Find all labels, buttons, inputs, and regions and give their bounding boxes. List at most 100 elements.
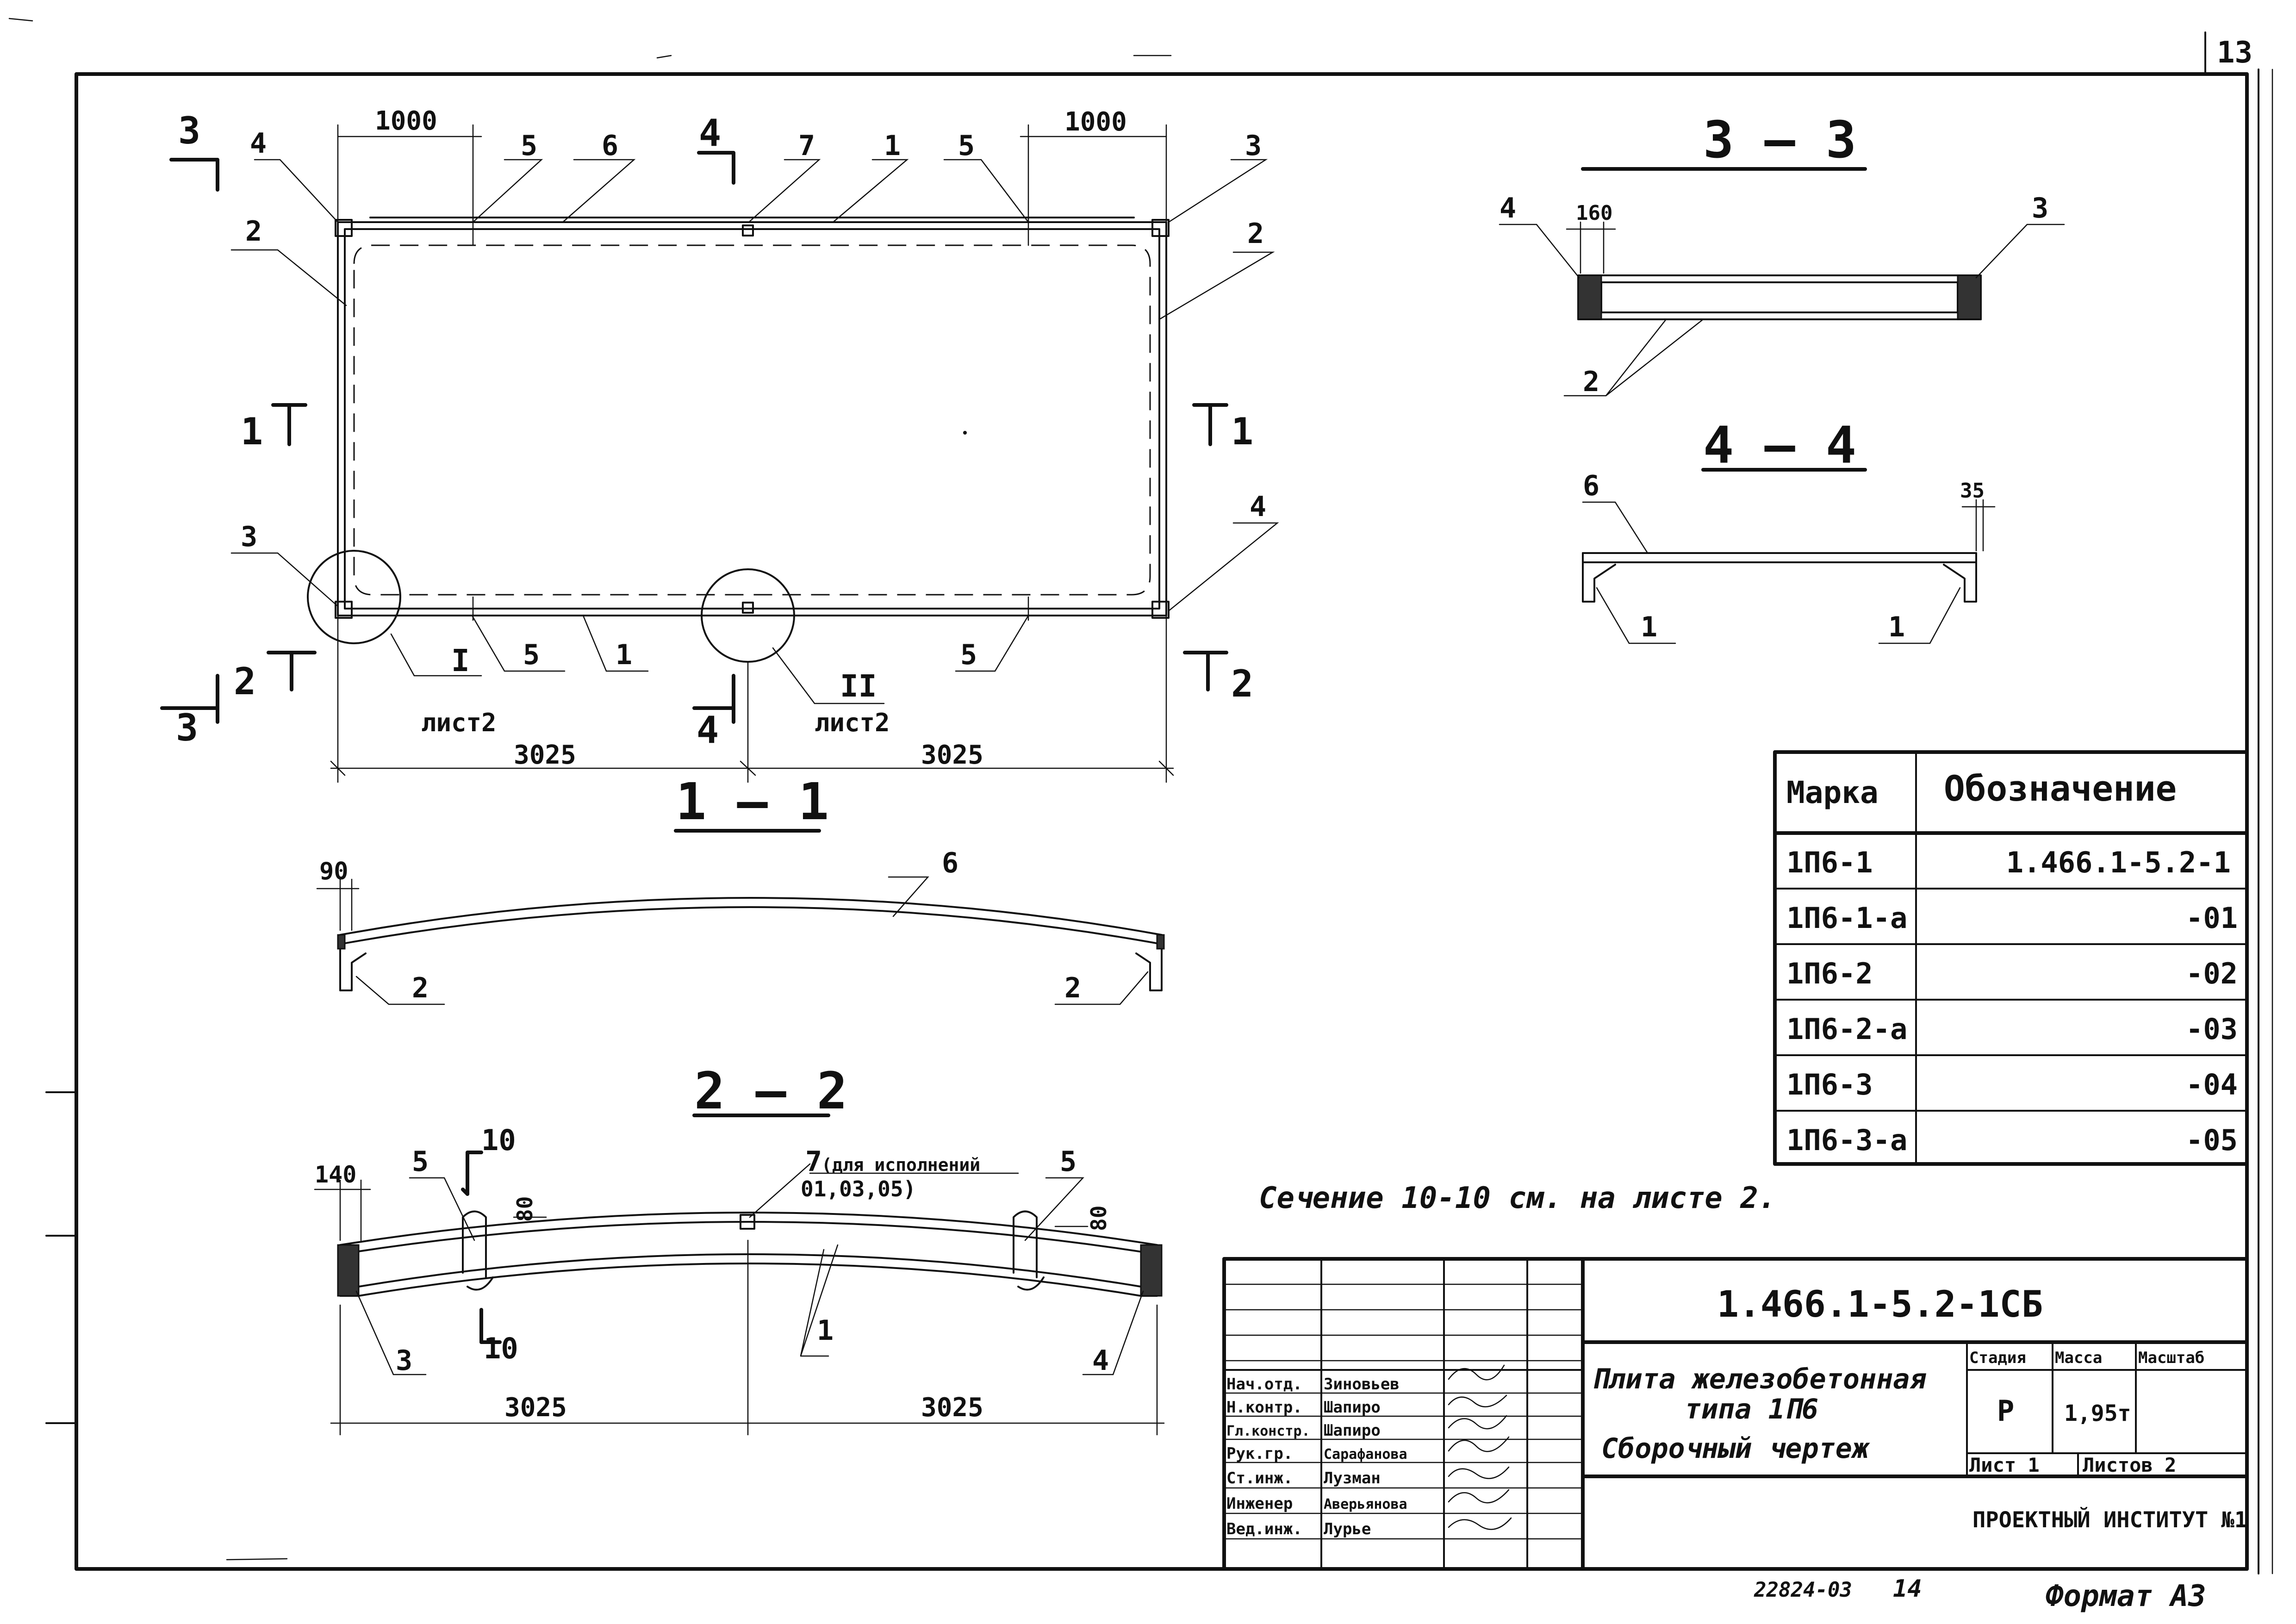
callout-sheet: лист2 [421,708,497,737]
format-label: Формат А3 [2046,1579,2206,1613]
section-1-1-leader: 2 [412,972,429,1004]
plan-section-mark: 2 [1231,662,1253,705]
plan-leader: 5 [960,639,977,671]
plan-leader: 5 [521,130,537,162]
section-3-3-leader: 2 [1583,366,1599,398]
title-block-stage: Р [1997,1394,2014,1428]
section-2-2-title: 2 — 2 [694,1061,847,1120]
plan-leader: 2 [1247,218,1264,250]
signature-name: Аверьянова [1324,1496,1407,1512]
section-4-4-leader: 1 [1641,611,1657,643]
section-3-3-leader: 3 [2032,192,2048,224]
section-2-2-dim-end: 140 [315,1161,356,1188]
signature-name: Лузман [1324,1469,1381,1487]
section-3-3-view [1499,167,2065,397]
section-2-2-mark: 10 [481,1123,516,1157]
plan-dim-left-end: 1000 [375,106,437,136]
title-block-mass: 1,95т [2064,1400,2131,1426]
section-2-2-note-values: 01,03,05) [801,1176,916,1201]
section-note: Сечение 10-10 см. на листе 2. [1259,1181,1776,1215]
section-1-1-title: 1 — 1 [676,772,829,831]
plan-leader: 2 [245,215,262,248]
plan-dim-right-end: 1000 [1064,107,1127,137]
section-2-2-leader: 5 [1060,1145,1076,1178]
section-4-4-leader: 1 [1888,611,1905,643]
plan-section-mark: 1 [1231,410,1253,453]
section-2-2-mark: 10 [484,1332,518,1365]
section-4-4-title: 4 — 4 [1703,416,1856,475]
section-2-2-leader: 3 [396,1344,412,1377]
section-4-4-view [1582,468,1996,644]
section-2-2-leader: 7 [805,1145,822,1178]
marks-table-designation: -03 [2186,1012,2238,1046]
signature-role: Рук.гр. [1226,1444,1293,1463]
title-block-name: типа 1П6 [1685,1393,1818,1425]
page-number: 13 [2217,36,2252,70]
marks-table-designation: -05 [2186,1123,2238,1157]
section-1-1-dim: 90 [319,858,348,885]
title-block-name: Плита железобетонная [1592,1363,1926,1395]
title-block-stage-label: Стадия [1969,1349,2026,1367]
title-block-mass-label: Масса [2055,1349,2102,1367]
marks-table-designation: -02 [2186,957,2238,990]
marks-table-designation: 1.466.1-5.2-1 [2006,846,2231,879]
signature-role: Ст.инж. [1226,1469,1293,1487]
section-3-3-leader: 4 [1500,192,1516,224]
signature-name: Лурье [1324,1520,1371,1538]
plan-section-mark: 3 [176,706,198,749]
section-4-4-leader: 6 [1583,470,1599,502]
section-2-2-view [314,1114,1165,1436]
section-2-2-dim-half: 3025 [504,1393,567,1423]
signature-role: Н.контр. [1226,1398,1302,1417]
plan-section-mark: 3 [178,109,200,152]
marks-table-header: Обозначение [1944,768,2177,809]
title-block-sheet: Лист 1 [1969,1454,2040,1476]
section-2-2-leader: 5 [412,1145,429,1178]
signature-role: Нач.отд. [1226,1375,1302,1394]
section-2-2-leader: 4 [1092,1344,1109,1377]
signature-name: Шапиро [1324,1421,1381,1440]
section-3-3-dim: 160 [1576,201,1612,225]
plan-dim-half-left: 3025 [514,740,576,770]
marks-table-header: Марка [1786,775,1879,810]
signature-name: Зиновьев [1324,1375,1400,1394]
marks-table [1773,750,2249,1166]
marks-table-mark: 1П6-2 [1786,957,1873,990]
title-block-scale-label: Масштаб [2138,1349,2204,1367]
marks-table-mark: 1П6-1 [1786,846,1873,879]
section-1-1-leader: 2 [1064,972,1081,1004]
plan-section-mark: 2 [234,660,256,703]
marks-table-mark: 1П6-2-а [1786,1012,1907,1046]
signature-role: Вед.инж. [1226,1520,1302,1538]
signature-role: Гл.констр. [1226,1423,1310,1439]
title-block [1222,1257,2249,1571]
plan-leader: 5 [958,130,975,162]
marks-table-mark: 1П6-3-а [1786,1123,1907,1157]
section-2-2-leader: 1 [817,1314,834,1347]
plan-dim-half-right: 3025 [921,740,983,770]
marks-table-designation: -04 [2186,1068,2238,1101]
plan-section-mark: 1 [241,410,263,453]
section-1-1-leader: 6 [942,847,958,879]
plan-leader: 3 [241,521,257,553]
plan-leader: 4 [250,127,267,160]
marks-table-mark: 1П6-1-а [1786,901,1907,935]
plan-leader: 3 [1245,130,1262,162]
title-block-organization: ПРОЕКТНЫЙ ИНСТИТУТ №1 [1972,1507,2247,1533]
plan-leader: 5 [523,639,540,671]
title-block-name: Сборочный чертеж [1601,1432,1870,1465]
callout-sheet: лист2 [815,708,890,737]
archive-number: 22824-03 [1754,1578,1852,1602]
archive-page: 14 [1893,1575,1922,1603]
title-block-sheets: Листов 2 [2083,1454,2176,1476]
signature-role: Инженер [1226,1494,1293,1513]
plan-leader: 4 [1250,491,1266,523]
marks-table-mark: 1П6-3 [1786,1068,1873,1101]
plan-section-mark: 4 [699,112,721,155]
plan-section-mark: 4 [697,709,719,752]
plan-view [160,124,1279,783]
section-2-2-note: (для исполнений [821,1155,980,1175]
plan-leader: 1 [884,130,901,162]
callout-numeral: II [840,668,877,704]
